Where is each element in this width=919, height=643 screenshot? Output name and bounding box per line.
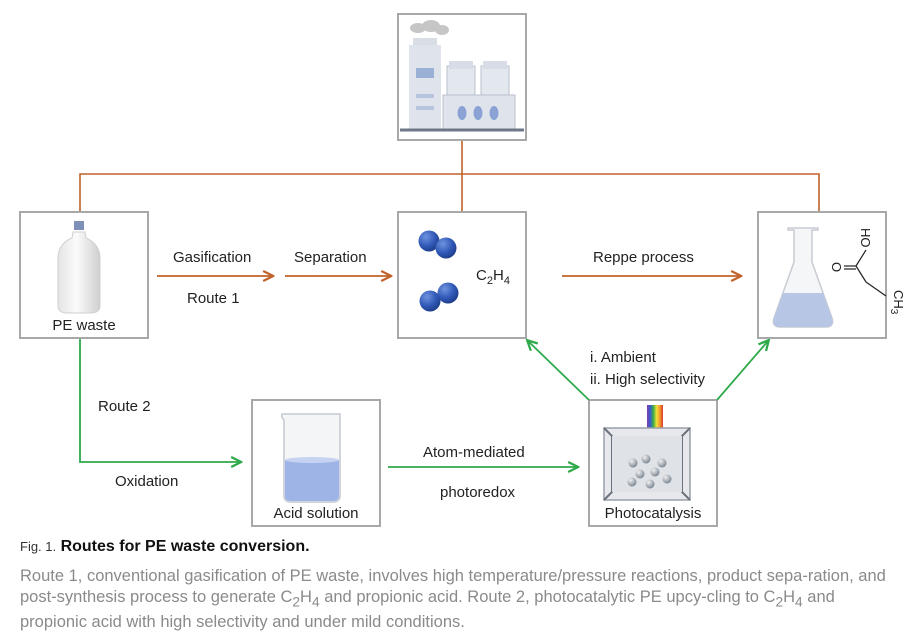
ambient-label: i. Ambient [590, 349, 657, 366]
figure-number: Fig. 1. [20, 539, 57, 554]
factory-connector [79, 140, 820, 212]
pe-waste-label: PE waste [52, 317, 115, 334]
acid-solution-label: Acid solution [273, 505, 358, 522]
factory-icon [400, 20, 524, 132]
flask-icon [772, 227, 834, 328]
route2-label: Route 2 [98, 398, 151, 415]
ethylene-molecule-icon [418, 230, 459, 312]
route1-label: Route 1 [187, 290, 240, 307]
photocatalysis-box: Photocatalysis [588, 399, 718, 527]
route2-arrows [79, 339, 768, 467]
beaker-icon [280, 413, 341, 503]
atom-mediated-label: Atom-mediated [423, 444, 525, 461]
high-selectivity-label: ii. High selectivity [590, 371, 706, 388]
bottle-icon [57, 221, 101, 314]
figure-title: Routes for PE waste conversion. [60, 538, 310, 555]
photoredox-label: photoredox [440, 484, 516, 501]
factory-box [397, 13, 527, 141]
acid-solution-box: Acid solution [251, 399, 381, 527]
propionic-acid-structure: HO O CH3 [829, 228, 906, 315]
photocatalysis-label: Photocatalysis [605, 505, 702, 522]
svg-text:O: O [829, 262, 844, 272]
figure-caption-title: Fig. 1. Routes for PE waste conversion. [20, 538, 900, 556]
reppe-process-label: Reppe process [593, 249, 694, 266]
photoreactor-icon [603, 405, 691, 501]
figure-caption-body: Route 1, conventional gasification of PE… [20, 567, 886, 632]
ethylene-box: C2H4 [397, 211, 527, 339]
route-diagram: PE waste C2H4 HO O CH3 [19, 13, 906, 527]
oxidation-label: Oxidation [115, 473, 178, 490]
ch3-label: CH3 [888, 290, 906, 315]
separation-label: Separation [294, 249, 367, 266]
pe-waste-box: PE waste [19, 211, 149, 339]
gasification-label: Gasification [173, 249, 251, 266]
propionic-acid-box: HO O CH3 [757, 211, 906, 339]
ethylene-label: C2H4 [476, 267, 510, 287]
svg-text:HO: HO [858, 228, 873, 248]
